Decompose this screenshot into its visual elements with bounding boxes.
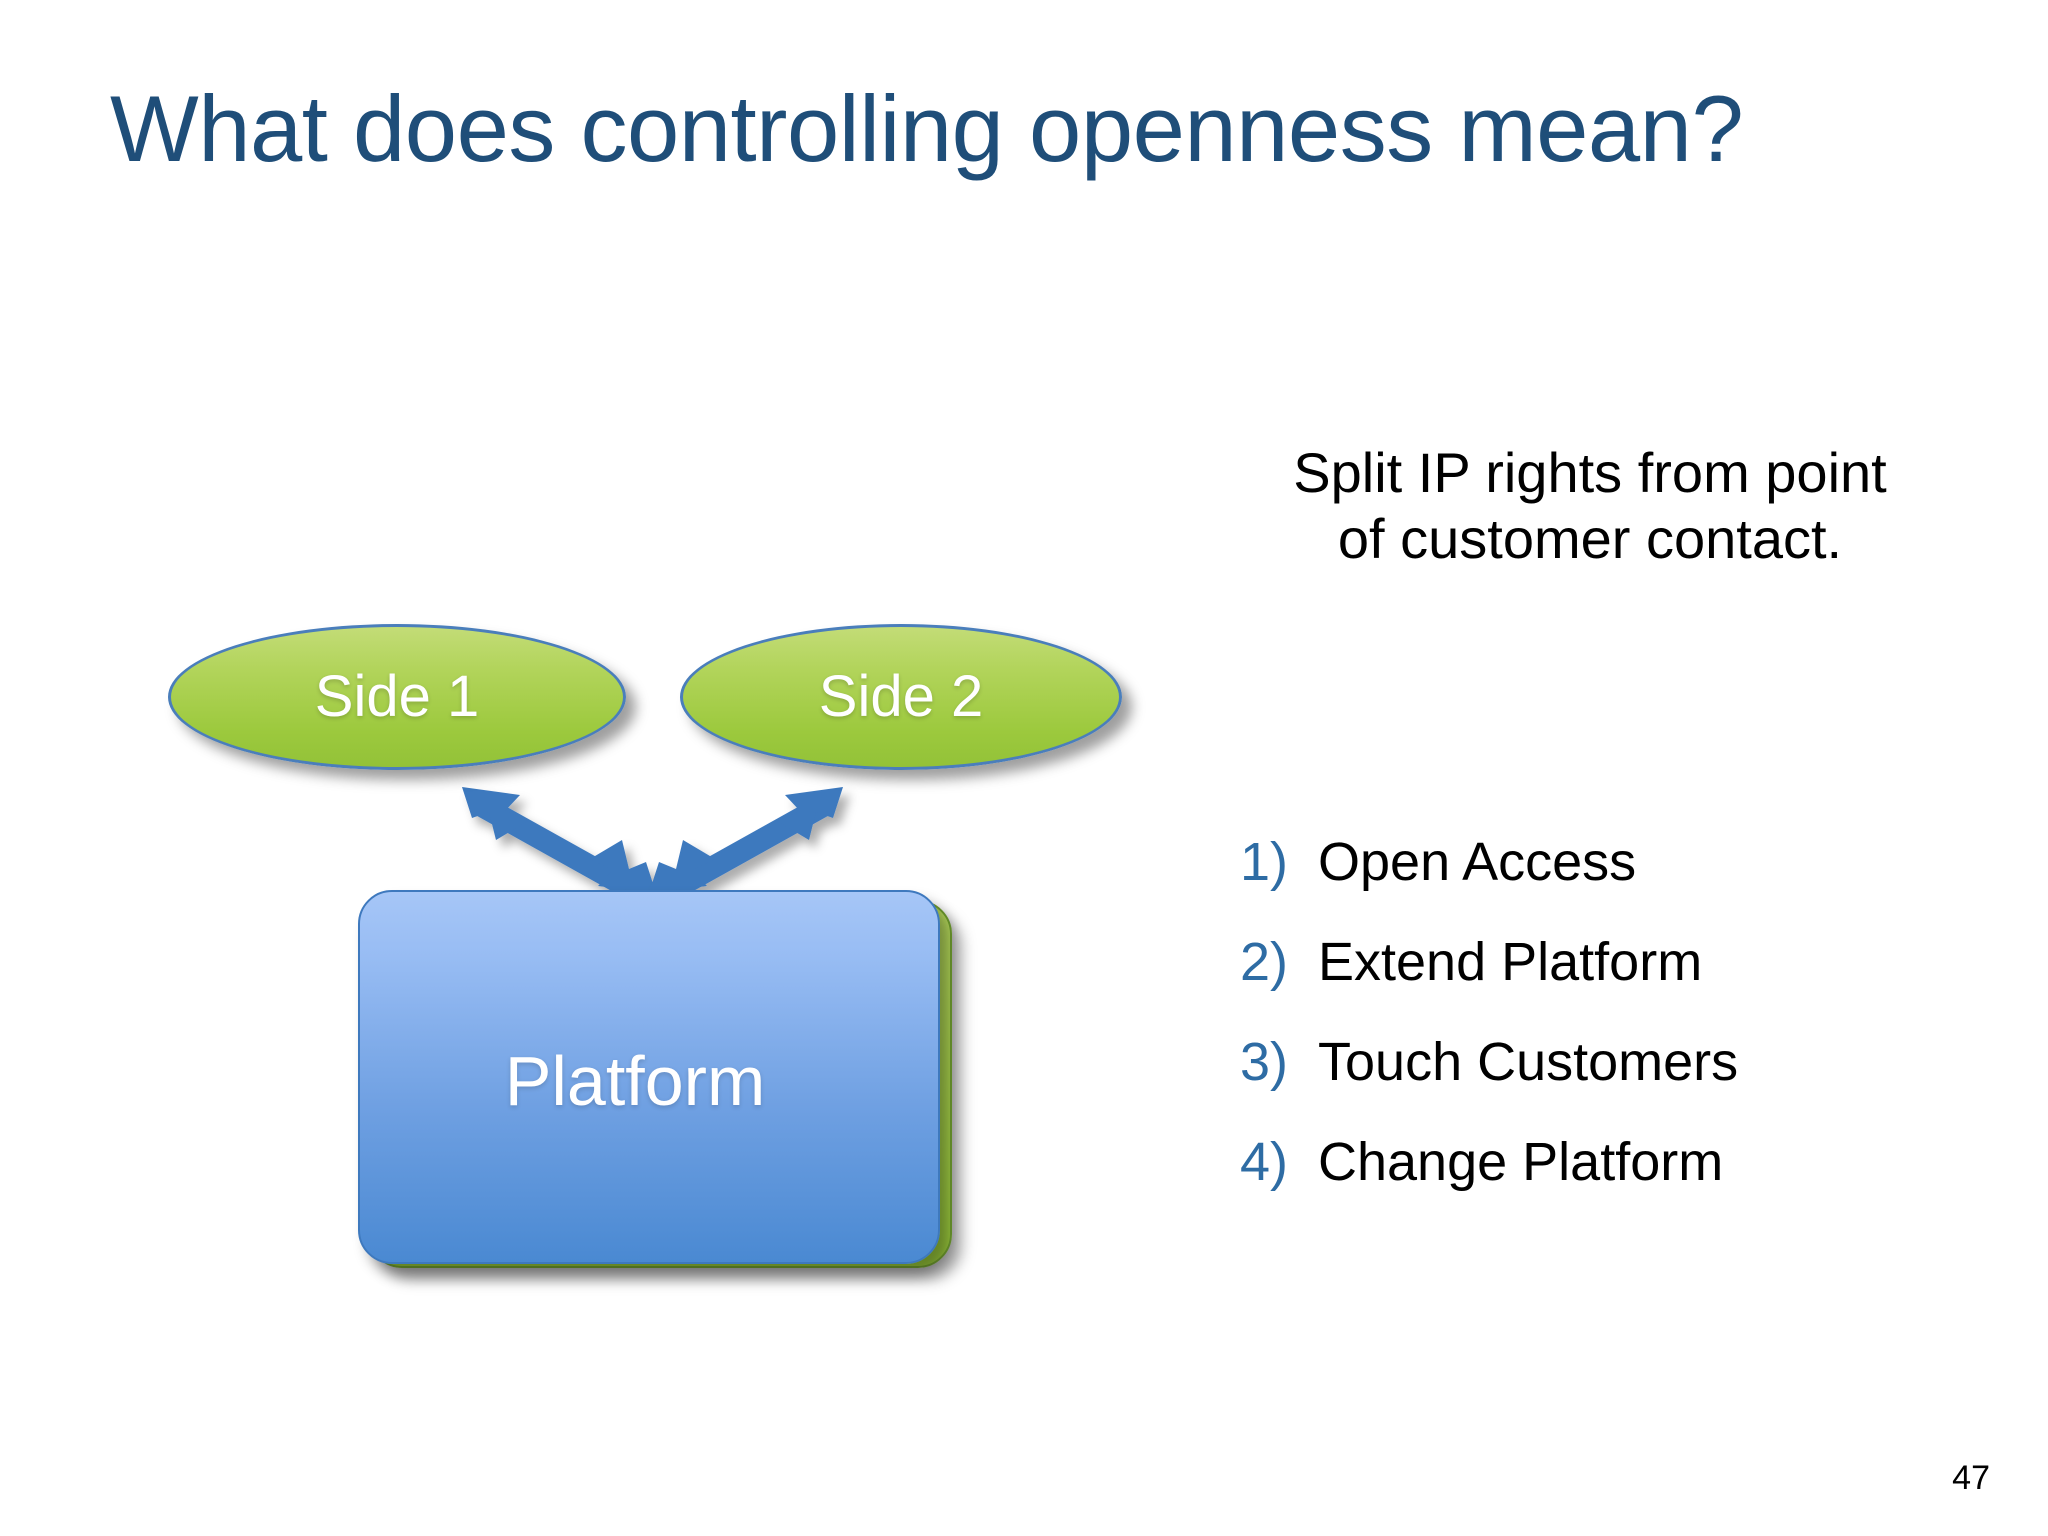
list-item-label: Change Platform bbox=[1318, 1132, 1724, 1192]
page-number: 47 bbox=[1952, 1459, 1990, 1497]
platform-diagram: Side 1 Side 2 Platform bbox=[168, 624, 1122, 1268]
list-item-label: Open Access bbox=[1318, 832, 1637, 892]
list-item-number: 2) bbox=[1240, 932, 1289, 992]
list-item: 3) Touch Customers bbox=[1240, 1035, 1950, 1089]
list-item: 1) Open Access bbox=[1240, 835, 1950, 889]
list-item-number: 1) bbox=[1240, 832, 1289, 892]
page-title: What does controlling openness mean? bbox=[110, 76, 1744, 181]
openness-options-list: 1) Open Access 2) Extend Platform 3) Tou… bbox=[1240, 835, 1950, 1235]
lead-paragraph-line-1: Split IP rights from point bbox=[1293, 441, 1887, 504]
list-item-number: 3) bbox=[1240, 1032, 1289, 1092]
lead-paragraph-line-2: of customer contact. bbox=[1337, 507, 1843, 571]
node-side-1[interactable]: Side 1 bbox=[168, 624, 626, 770]
node-platform-label: Platform bbox=[504, 1042, 766, 1120]
list-item-label: Touch Customers bbox=[1318, 1032, 1739, 1092]
node-platform[interactable]: Platform bbox=[358, 890, 940, 1264]
node-side-1-label: Side 1 bbox=[314, 664, 480, 729]
arrow-platform-side2 bbox=[649, 787, 843, 903]
node-side-2[interactable]: Side 2 bbox=[680, 624, 1122, 770]
list-item: 2) Extend Platform bbox=[1240, 935, 1950, 989]
node-side-2-label: Side 2 bbox=[818, 664, 984, 729]
arrow-platform-side1 bbox=[462, 787, 656, 903]
lead-paragraph: Split IP rights from point of customer c… bbox=[1230, 440, 1950, 572]
list-item-number: 4) bbox=[1240, 1132, 1289, 1192]
right-content-panel: Split IP rights from point of customer c… bbox=[1230, 440, 1950, 1189]
list-item: 4) Change Platform bbox=[1240, 1135, 1950, 1189]
list-item-label: Extend Platform bbox=[1318, 932, 1703, 992]
